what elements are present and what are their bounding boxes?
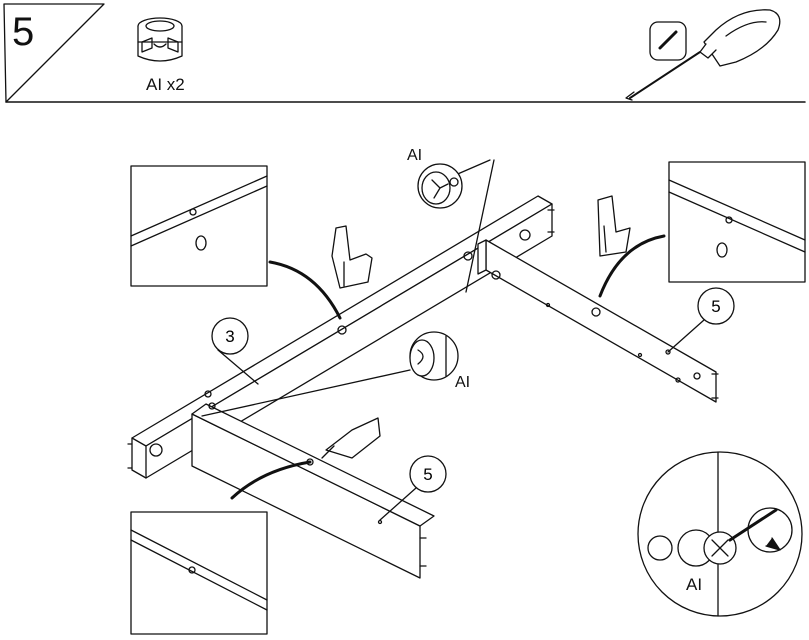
leader-line-middle bbox=[201, 369, 411, 417]
inset-detail-bottom-left bbox=[130, 511, 268, 635]
leader-line-top bbox=[465, 159, 495, 293]
finger-press-icon bbox=[321, 195, 631, 459]
panel-number-left-side: 5 bbox=[423, 465, 433, 484]
parts-count-label: AI x2 bbox=[146, 75, 185, 94]
callout-label-middle: AI bbox=[455, 374, 471, 391]
callout-label-top: AI bbox=[407, 147, 423, 164]
screwdriver-icon bbox=[625, 9, 781, 101]
number-circle-5-right bbox=[697, 287, 735, 325]
number-circle-5-left bbox=[409, 455, 447, 493]
detail-circle-cam-lock-tightening bbox=[637, 451, 803, 617]
cam-lock-callout-middle bbox=[409, 331, 459, 381]
panel-number-back-rail: 3 bbox=[225, 327, 235, 346]
cam-lock-callout-top bbox=[417, 163, 463, 209]
callout-label-detail: AI bbox=[686, 575, 703, 594]
left-side-panel bbox=[191, 402, 435, 579]
cam-lock-fitting-icon bbox=[137, 17, 183, 62]
step-number: 5 bbox=[12, 10, 35, 54]
number-circle-3 bbox=[211, 317, 249, 355]
step-header bbox=[3, 3, 806, 103]
inset-detail-top-right bbox=[668, 161, 806, 283]
right-side-panel bbox=[477, 239, 719, 403]
panel-number-right-side: 5 bbox=[711, 297, 721, 316]
back-rail-panel bbox=[127, 195, 555, 479]
inset-detail-top-left bbox=[130, 165, 268, 287]
